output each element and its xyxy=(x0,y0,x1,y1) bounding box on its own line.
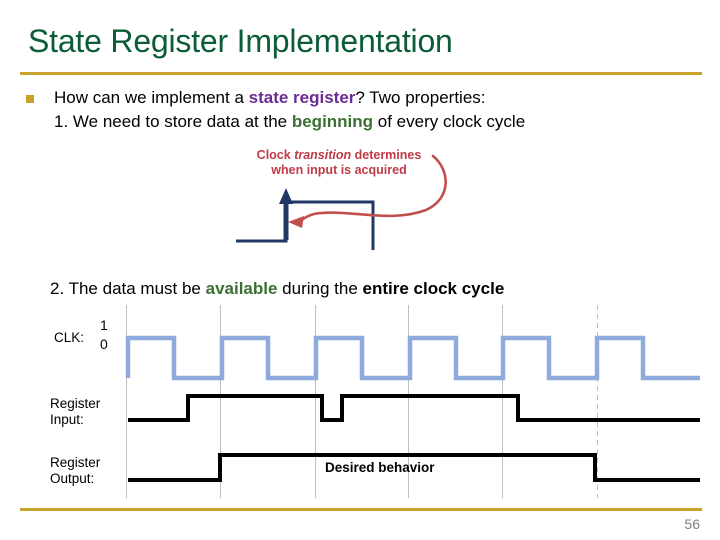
register-input-label: Register Input: xyxy=(50,396,100,428)
caption-part-3: input is acquired xyxy=(303,163,407,177)
property-2-emphasis-available: available xyxy=(205,279,278,298)
bullet-emphasis-state-register: state register xyxy=(248,88,356,107)
caption-part-1: Clock xyxy=(256,148,295,162)
page-title: State Register Implementation xyxy=(28,23,453,59)
caption-part-transition: transition xyxy=(294,148,352,162)
property-2-emphasis-entire-clock-cycle: entire clock cycle xyxy=(362,279,505,298)
register-input-label-line1: Register xyxy=(50,396,101,411)
property-1-line: 1. We need to store data at the beginnin… xyxy=(54,110,700,134)
clock-transition-figure: Clock transition determines when input is… xyxy=(228,148,478,258)
property-1-emphasis-beginning: beginning xyxy=(291,112,374,131)
bullet-text-post: ? Two properties: xyxy=(355,88,486,107)
register-output-waveform-trace xyxy=(128,453,700,482)
property-2-text-pre: 2. The data must be xyxy=(50,279,206,298)
property-1-text-pre: 1. We need to store data at the xyxy=(54,112,292,131)
register-input-waveform-trace xyxy=(128,394,700,422)
page-number: 56 xyxy=(684,516,700,532)
clk-tick-high: 1 xyxy=(100,317,108,333)
property-2-text-mid: during the xyxy=(277,279,363,298)
title-divider xyxy=(20,72,702,75)
clk-axis-label: CLK: xyxy=(54,330,85,345)
timing-waveform-chart: CLK: 1 0 Register Input: Register Output… xyxy=(0,300,720,500)
register-output-label: Register Output: xyxy=(50,455,100,487)
property-2-line: 2. The data must be available during the… xyxy=(50,278,504,300)
register-output-label-line1: Register xyxy=(50,455,101,470)
bullet-block: How can we implement a state register? T… xyxy=(22,86,700,134)
bullet-text-pre: How can we implement a xyxy=(54,88,249,107)
clock-figure-caption: Clock transition determines when input is… xyxy=(228,148,450,178)
clk-waveform-trace xyxy=(125,335,700,381)
clock-edge-diagram-svg xyxy=(236,154,447,250)
caption-part-2: determines xyxy=(351,148,422,162)
register-output-label-line2: Output: xyxy=(50,471,95,486)
footer-divider xyxy=(20,508,702,511)
clk-tick-low: 0 xyxy=(100,336,108,352)
clock-signal-trace xyxy=(236,200,375,250)
bullet-item: How can we implement a state register? T… xyxy=(22,86,700,134)
bullet-main-line: How can we implement a state register? T… xyxy=(54,86,700,110)
rising-edge-arrow-icon xyxy=(279,188,293,240)
bullet-square-icon xyxy=(26,95,34,103)
waveform-svg xyxy=(125,305,700,498)
register-input-label-line2: Input: xyxy=(50,412,84,427)
annotation-curve-arrow-icon xyxy=(288,154,447,228)
caption-part-when: when xyxy=(271,163,304,177)
clk-level-ticks: 1 0 xyxy=(100,316,108,354)
desired-behavior-annotation: Desired behavior xyxy=(325,460,435,475)
property-1-text-post: of every clock cycle xyxy=(373,112,526,131)
